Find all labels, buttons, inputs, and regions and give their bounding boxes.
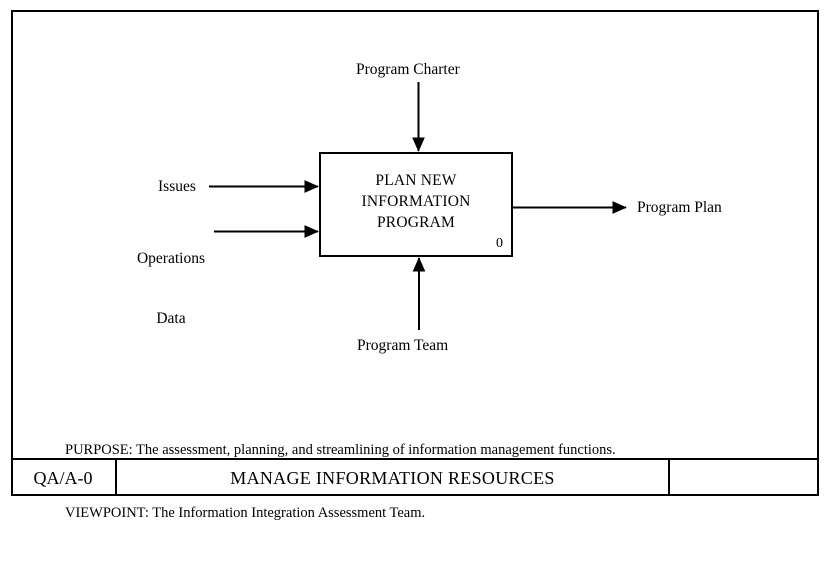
activity-title-line-1: PLAN NEW xyxy=(375,172,457,189)
title-bar-node-ref: QA/A-0 xyxy=(11,460,117,496)
label-operations-data-line-1: Operations xyxy=(136,250,205,267)
viewpoint-text: VIEWPOINT: The Information Integration A… xyxy=(65,505,426,521)
activity-node-number: 0 xyxy=(496,236,503,251)
title-bar: QA/A-0 MANAGE INFORMATION RESOURCES xyxy=(11,458,819,496)
title-bar-extra-cell xyxy=(670,460,819,496)
activity-title-line-2: INFORMATION xyxy=(361,193,471,210)
label-operations-data-line-2: Data xyxy=(156,310,186,327)
label-program-plan: Program Plan xyxy=(637,199,722,216)
activity-title: PLAN NEW INFORMATION PROGRAM xyxy=(321,170,511,233)
purpose-text: PURPOSE: The assessment, planning, and s… xyxy=(65,442,616,458)
label-program-team: Program Team xyxy=(357,337,449,354)
label-program-charter: Program Charter xyxy=(356,61,460,78)
idef0-diagram-page: PLAN NEW INFORMATION PROGRAM 0 Program C… xyxy=(11,10,819,521)
title-bar-title: MANAGE INFORMATION RESOURCES xyxy=(117,460,670,496)
activity-title-line-3: PROGRAM xyxy=(376,214,456,231)
activity-box[interactable]: PLAN NEW INFORMATION PROGRAM 0 xyxy=(319,152,513,257)
label-operations-data: Operations Data xyxy=(130,209,212,369)
label-issues: Issues xyxy=(158,178,196,195)
